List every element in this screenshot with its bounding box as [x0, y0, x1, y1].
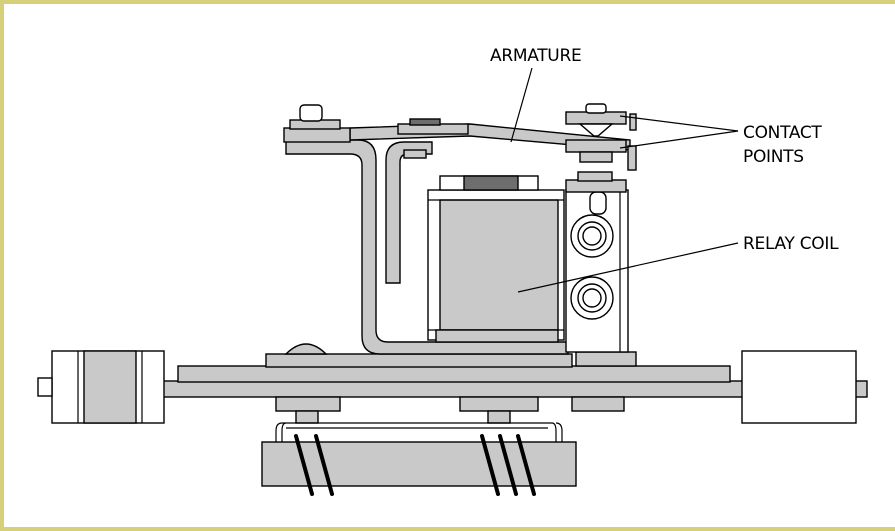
rivet-dome [284, 343, 328, 355]
relay-coil-leader-line [517, 242, 739, 293]
bottom-tab-small-left [295, 410, 319, 424]
bottom-tab-right [571, 396, 625, 412]
relay-coil [427, 175, 565, 343]
label-relay-coil: RELAY COIL [743, 234, 839, 254]
bottom-tab-middle [459, 396, 539, 412]
contact-points-stack [565, 103, 637, 171]
contact-base-block [575, 351, 637, 367]
contact-post-cap [565, 179, 627, 193]
label-contact-points-line1: CONTACT [743, 123, 822, 143]
top-plate [177, 365, 731, 383]
contact-leader-line-bottom [619, 130, 739, 149]
contact-post [565, 189, 629, 353]
right-end-block [741, 350, 857, 424]
yoke-bracket [285, 139, 569, 355]
bottom-tab-small-middle [487, 410, 511, 424]
contact-post-cap-top [577, 171, 613, 182]
armature-leader-line [510, 67, 533, 143]
coil-base-plate [265, 353, 573, 368]
left-screw-stack [283, 104, 351, 143]
label-armature: ARMATURE [490, 46, 581, 66]
label-contact-points-line2: POINTS [743, 147, 804, 167]
contact-leader-line-top [619, 115, 739, 132]
left-end-connector [37, 350, 165, 424]
armature-hook [385, 141, 433, 284]
lower-coil [261, 422, 577, 496]
bottom-tab-left [275, 396, 341, 412]
